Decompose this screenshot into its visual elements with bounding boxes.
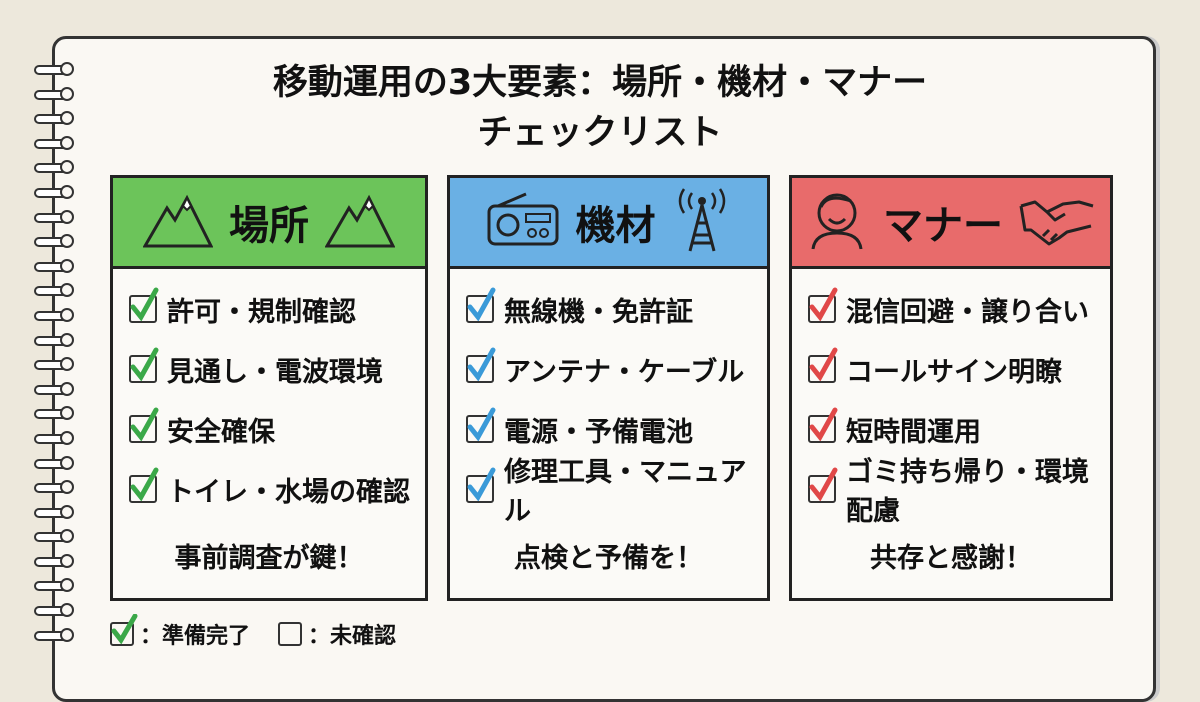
checkbox-checked-icon[interactable] (466, 407, 496, 443)
checkbox-checked-icon[interactable] (466, 287, 496, 323)
checklist-item-label: トイレ・水場の確認 (167, 476, 410, 508)
card-header: 場所 (113, 178, 425, 269)
checklist-item: 見通し・電波環境 (129, 339, 425, 399)
card-title: マナー (883, 203, 1003, 249)
checklist-item: ゴミ持ち帰り・環境配慮 (808, 457, 1110, 527)
checked-box-icon (110, 614, 138, 646)
checklist-item-label: 安全確保 (167, 416, 275, 448)
spiral-ring (30, 504, 80, 519)
checklist-card: マナー 混信回避・譲り合い コールサイン明瞭 短時間運用 ゴミ持ち帰り・環境配慮… (789, 175, 1113, 601)
spiral-ring (30, 603, 80, 618)
legend-checked-label: ：準備完了 (140, 624, 251, 649)
card-title: 機材 (575, 203, 656, 249)
spiral-ring (30, 283, 80, 298)
spiral-ring (30, 627, 80, 642)
spiral-ring (30, 258, 80, 273)
checkbox-checked-icon[interactable] (808, 407, 838, 443)
spiral-ring (30, 529, 80, 544)
checklist-item-label: 電源・予備電池 (504, 416, 693, 448)
spiral-ring (30, 455, 80, 470)
checklist-item: コールサイン明瞭 (808, 339, 1110, 399)
card-header: 機材 (450, 178, 767, 269)
handshake-icon (1019, 192, 1095, 252)
spiral-ring (30, 135, 80, 150)
checkbox-checked-icon[interactable] (808, 467, 838, 503)
spiral-ring (30, 553, 80, 568)
card-title: 場所 (229, 203, 309, 249)
checkbox-checked-icon[interactable] (129, 407, 159, 443)
radio-icon (486, 192, 560, 252)
spiral-ring (30, 357, 80, 372)
spiral-ring (30, 381, 80, 396)
checklist-item-label: ゴミ持ち帰り・環境配慮 (846, 457, 1089, 527)
spiral-ring (30, 578, 80, 593)
unchecked-box-icon (278, 622, 303, 646)
spiral-binding (30, 62, 80, 652)
checkbox-checked-icon[interactable] (466, 467, 496, 503)
card-footer: 事前調査が鍵！ (174, 543, 364, 574)
spiral-ring (30, 86, 80, 101)
checkbox-checked-icon[interactable] (129, 347, 159, 383)
spiral-ring (30, 332, 80, 347)
spiral-ring (30, 184, 80, 199)
page-subtitle: チェックリスト (477, 113, 723, 153)
spiral-ring (30, 480, 80, 495)
checklist-item-label: コールサイン明瞭 (846, 356, 1062, 388)
checklist-card: 機材 無線機・免許証 アンテナ・ケーブル 電源・予備電池 修理工具・マニュアル点… (447, 175, 770, 601)
spiral-ring (30, 62, 80, 76)
checkbox-checked-icon[interactable] (129, 287, 159, 323)
person-icon (807, 189, 867, 255)
checkbox-checked-icon[interactable] (808, 347, 838, 383)
checklist-item: 修理工具・マニュアル (466, 457, 767, 527)
mountain-icon (142, 192, 214, 252)
checklist-item-label: 見通し・電波環境 (167, 356, 383, 388)
spiral-ring (30, 430, 80, 445)
page-title: 移動運用の3大要素：場所・機材・マナー (272, 63, 928, 103)
spiral-ring (30, 111, 80, 126)
checklist-item-label: 無線機・免許証 (504, 296, 693, 328)
checklist-item: トイレ・水場の確認 (129, 459, 425, 519)
checklist-item: 安全確保 (129, 399, 425, 459)
checklist-item: 混信回避・譲り合い (808, 279, 1110, 339)
checklist-item-label: 混信回避・譲り合い (846, 296, 1089, 328)
card-header: マナー (792, 178, 1110, 269)
spiral-ring (30, 307, 80, 322)
mountain-icon (324, 192, 396, 252)
checklist-item: 許可・規制確認 (129, 279, 425, 339)
checklist-item: 無線機・免許証 (466, 279, 767, 339)
checklist-item: アンテナ・ケーブル (466, 339, 767, 399)
checkbox-checked-icon[interactable] (808, 287, 838, 323)
spiral-ring (30, 406, 80, 421)
card-footer: 共存と感謝！ (870, 543, 1032, 574)
checklist-item-label: アンテナ・ケーブル (504, 356, 745, 388)
legend-unchecked-label: ：未確認 (308, 624, 397, 649)
checklist-item: 電源・予備電池 (466, 399, 767, 459)
checklist-item-label: 短時間運用 (846, 416, 981, 448)
checkbox-checked-icon[interactable] (129, 467, 159, 503)
spiral-ring (30, 234, 80, 249)
checklist-item-label: 修理工具・マニュアル (504, 457, 747, 527)
checklist-item-label: 許可・規制確認 (167, 296, 356, 328)
spiral-ring (30, 209, 80, 224)
spiral-ring (30, 160, 80, 175)
card-footer: 点検と予備を！ (514, 543, 703, 574)
antenna-tower-icon (672, 187, 732, 257)
checkbox-checked-icon[interactable] (466, 347, 496, 383)
checklist-card: 場所 許可・規制確認 見通し・電波環境 安全確保 トイレ・水場の確認事前調査が鍵… (110, 175, 428, 601)
checklist-item: 短時間運用 (808, 399, 1110, 459)
legend: ：準備完了 ：未確認 (110, 614, 397, 650)
